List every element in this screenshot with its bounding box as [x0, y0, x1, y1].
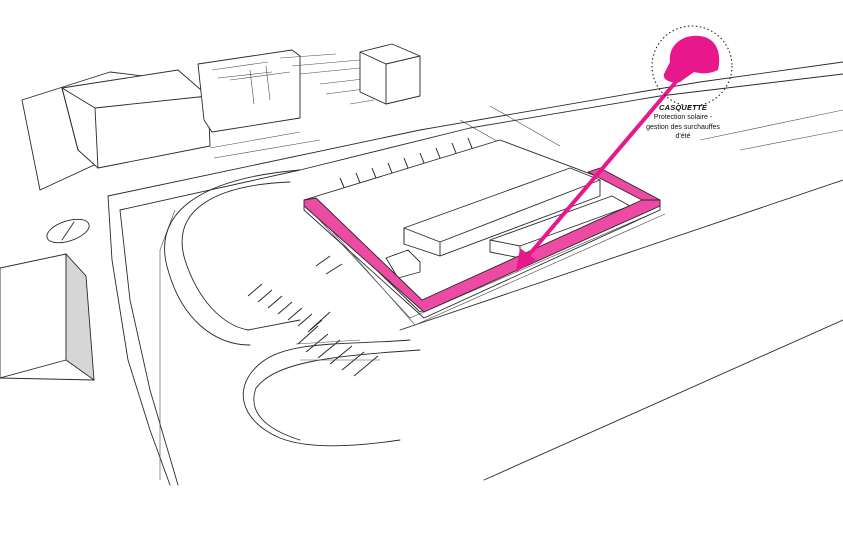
left-building: [0, 252, 95, 381]
main-building: [303, 139, 666, 326]
parking-islands: [164, 169, 421, 447]
neighbour-buildings: [21, 43, 421, 191]
arrow-icon: [516, 68, 688, 272]
roads: [107, 61, 843, 486]
callout-title: CASQUETTE: [658, 103, 708, 112]
callout-description: Protection solaire - gestion des surchau…: [646, 114, 720, 140]
north-arrow-icon: [46, 218, 90, 244]
cap-icon: [651, 25, 733, 107]
